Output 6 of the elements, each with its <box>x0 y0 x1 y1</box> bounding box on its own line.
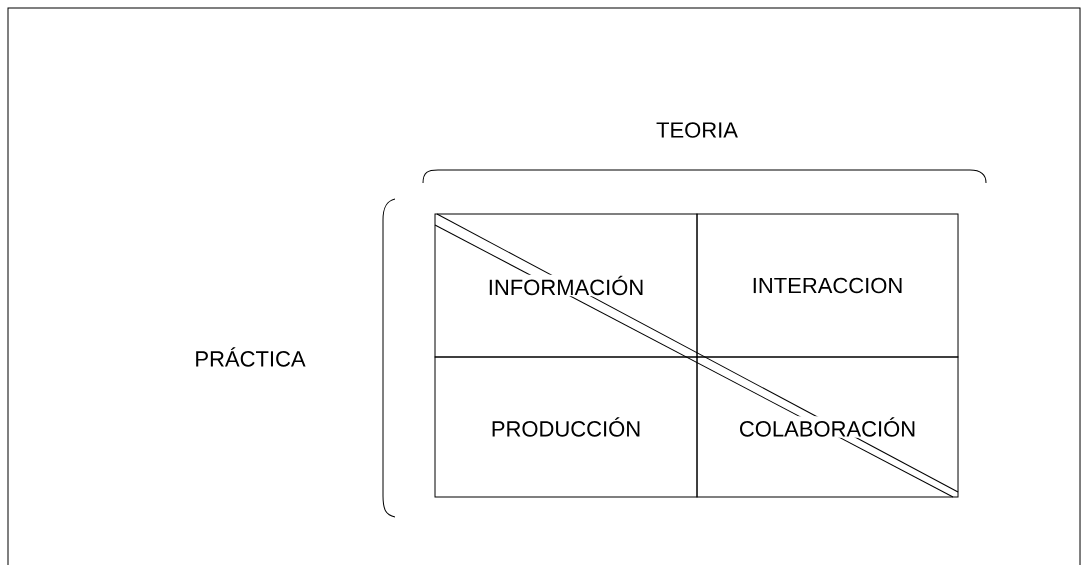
axis-label: TEORIA <box>656 122 738 138</box>
axis-label: PRÁCTICA <box>196 347 306 367</box>
grid-cell: PRODUCCIÓN <box>434 356 698 498</box>
grid-cell: COLABORACIÓN <box>696 356 959 498</box>
grid-cell: INFORMACIÓN <box>434 213 698 358</box>
grid-cell: INTERACCION <box>696 213 959 358</box>
